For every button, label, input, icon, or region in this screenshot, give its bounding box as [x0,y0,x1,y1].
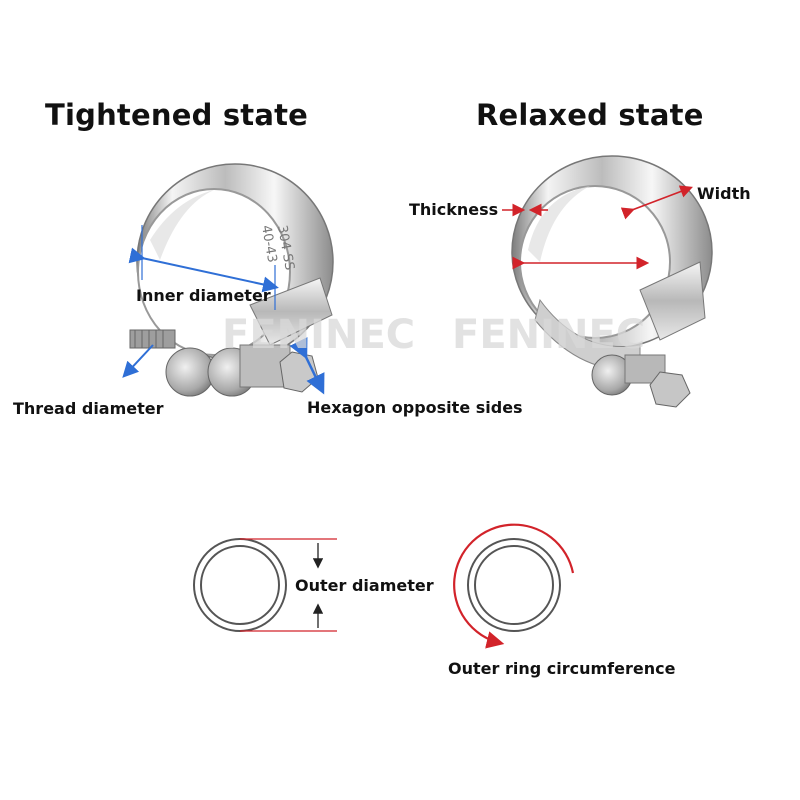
label-hexagon-opposite-sides: Hexagon opposite sides [307,398,523,417]
label-inner-diameter: Inner diameter [136,286,271,305]
title-tightened-state: Tightened state [45,98,309,132]
width-arrow [620,185,693,220]
label-outer-ring-circumference: Outer ring circumference [448,659,676,678]
label-width: Width [697,184,751,203]
outer-diameter-ring [193,538,337,632]
label-thickness: Thickness [409,200,499,219]
circumference-arrow [453,523,575,649]
inner-diameter-arrow [128,247,279,293]
tightened-clamp: 40-43 304 SS [122,163,334,397]
title-relaxed-state: Relaxed state [476,98,704,132]
watermark-right: FENINEC [452,312,645,358]
label-outer-diameter: Outer diameter [295,576,434,595]
thread-diameter-arrow [122,344,154,378]
circumference-ring [453,523,575,649]
watermark-left: FENINEC [222,312,415,358]
hexagon-opposite-sides-arrow [289,337,325,395]
label-thread-diameter: Thread diameter [13,399,164,418]
relaxed-clamp [502,155,713,408]
